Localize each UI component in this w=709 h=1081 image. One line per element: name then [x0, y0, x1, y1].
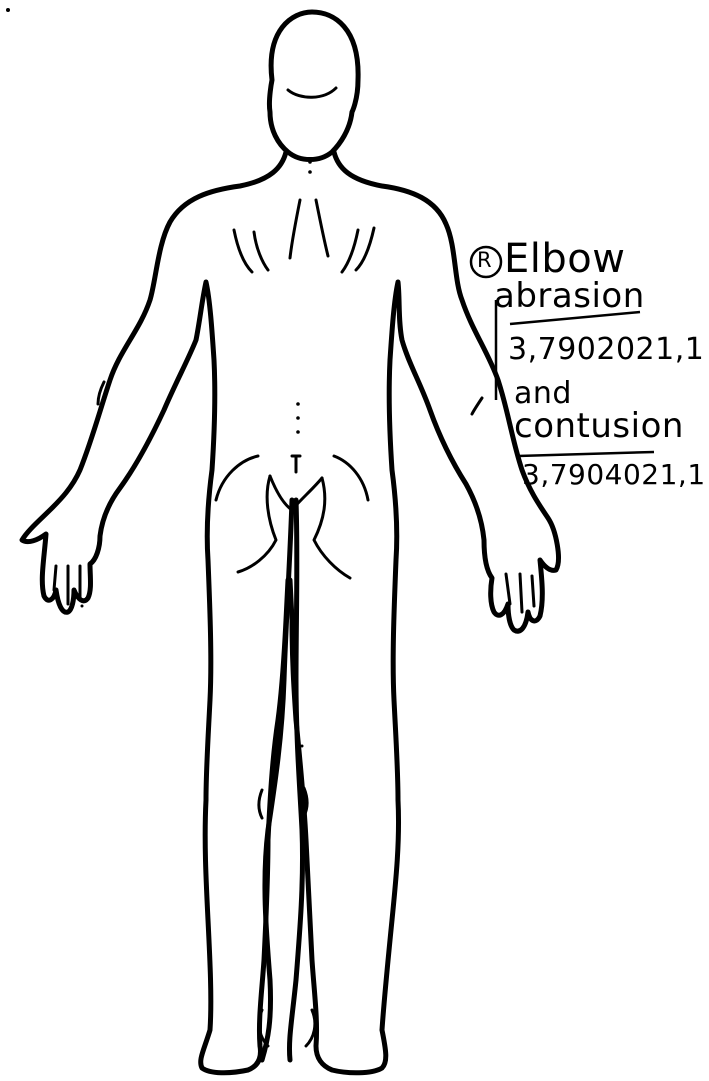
body-details: [6, 8, 534, 1046]
left-knee-mark: [259, 790, 262, 818]
buttock-curve-left: [238, 476, 276, 572]
annotation-marks: [471, 247, 654, 456]
scapula-left-line: [234, 230, 252, 272]
left-buttock-line: [216, 456, 258, 500]
hairline: [288, 88, 336, 97]
body-outline: [22, 12, 558, 1073]
ankle-mark-right: [306, 1010, 315, 1046]
buttock-curve-right: [314, 478, 350, 578]
lower-spine-dot: [296, 430, 300, 434]
spine-dot: [308, 170, 312, 174]
lower-spine-dot: [296, 416, 300, 420]
underline-1: [510, 312, 640, 324]
inner-leg-line: [262, 500, 292, 1060]
spine-line-right: [316, 200, 328, 256]
head-outline: [269, 12, 358, 160]
gluteal-cleft: [270, 476, 322, 510]
left-trunk-outline: [22, 152, 288, 1073]
scapula-right-line-2: [356, 228, 374, 270]
right-elbow-crease: [472, 398, 482, 414]
spine-line-left: [290, 200, 300, 258]
speck: [6, 8, 10, 12]
right-trunk-outline: [290, 152, 558, 1073]
side-marker-circle: [471, 247, 501, 277]
right-buttock-line: [334, 456, 368, 500]
scapula-left-line-2: [254, 232, 268, 270]
lower-spine-dot: [296, 402, 300, 406]
speck: [81, 605, 84, 608]
sacrum-mark: [292, 456, 300, 472]
underline-2: [518, 452, 654, 456]
spine-dot: [308, 160, 312, 164]
speck: [301, 745, 304, 748]
scapula-right-line: [342, 230, 358, 272]
